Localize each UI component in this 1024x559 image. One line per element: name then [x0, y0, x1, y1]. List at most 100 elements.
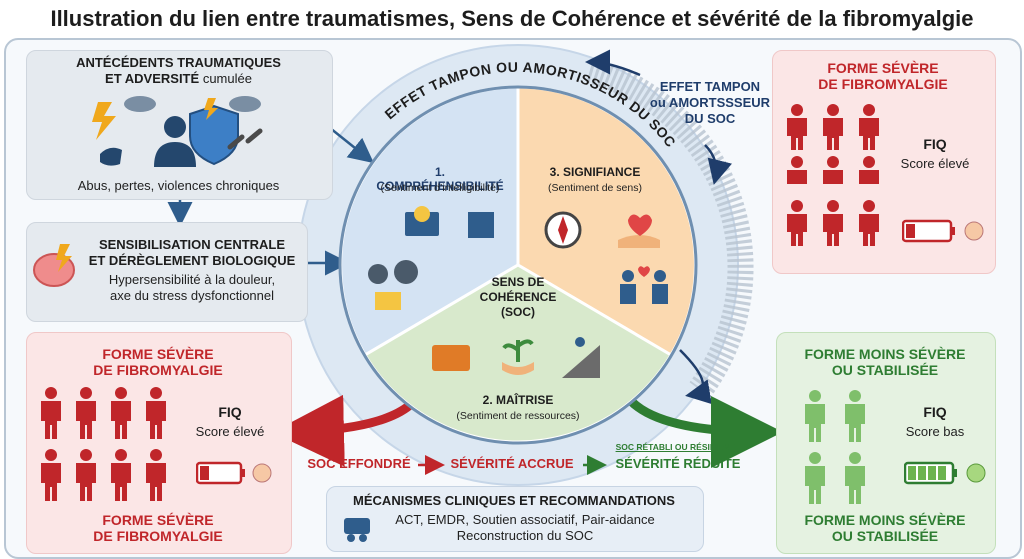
sensitization-line-2: axe du stress dysfonctionnel: [109, 288, 275, 303]
shield-icon: [189, 104, 239, 166]
soc-center-2: COHÉRENCE: [479, 290, 557, 304]
full-battery-icon: [904, 461, 986, 485]
people-icon: [622, 270, 634, 282]
arrow-to-mild: [626, 395, 783, 468]
person-icon: [859, 200, 879, 246]
cloud-icon: [124, 96, 156, 112]
person-icon: [146, 387, 166, 439]
low-battery-icon: [196, 461, 272, 485]
lightbulb-icon: [414, 206, 430, 222]
comprehensibility-sub: (Sentiment d’intelligibilité): [380, 182, 500, 194]
person-icon: [845, 390, 865, 442]
book-icon: [405, 212, 439, 236]
buffer-arrow-top: [585, 49, 641, 77]
circle-outline: [338, 85, 698, 445]
person-icon: [76, 449, 96, 501]
severe-left-fiq-label: FIQ: [218, 404, 242, 420]
significance-title: 3. SIGNIFIANCE: [549, 165, 641, 179]
puzzle-piece-icon: [375, 292, 401, 310]
low-battery-icon-right: [902, 219, 984, 243]
mild-title-1: FORME MOINS SÉVÈRE: [804, 346, 966, 362]
mechanisms-title: MÉCANISMES CLINIQUES ET RECOMMANDATIONS: [353, 493, 675, 508]
severe-left-title-2: DE FIBROMYALGIE: [93, 362, 223, 378]
person-icon: [111, 387, 131, 439]
trauma-title-2-bold: ET ADVERSITÉ: [105, 71, 200, 86]
broken-chain-icon: [227, 128, 263, 150]
heart-small-icon: [638, 266, 650, 277]
flow-restored: SOC RÉTABLI OU RÉSILIENT: [615, 442, 735, 452]
person-icon: [805, 452, 825, 504]
arrow-to-severe: [272, 394, 413, 467]
person-icon: [787, 156, 807, 184]
plant-hands-icon: [502, 362, 534, 375]
flow-reduced: SÉVÉRITÉ RÉDUITE: [615, 456, 741, 471]
buffer-line-3: DU SOC: [684, 111, 736, 126]
sad-face-icon: [252, 463, 272, 483]
toolbox-icon: [432, 345, 470, 371]
severe-left-bottom-1: FORME SÉVÈRE: [102, 512, 214, 528]
sensitization-title-1: SENSIBILISATION CENTRALE: [98, 237, 286, 252]
severe-right-figures: [787, 104, 879, 246]
person-icon: [805, 390, 825, 442]
flow-increased: SÉVÉRITÉ ACCRUE: [450, 456, 574, 471]
mild-fiq-value: Score bas: [905, 424, 965, 439]
person-icon: [41, 387, 61, 439]
severe-left-fiq-value: Score élevé: [195, 424, 265, 439]
trauma-box: [26, 50, 333, 200]
mastery-sub: (Sentiment de ressources): [456, 410, 580, 422]
hand-icon: [100, 147, 122, 166]
buffer-arrow-bottom: [679, 349, 712, 405]
person-icon: [823, 104, 843, 150]
buffer-band: [586, 57, 754, 398]
mechanisms-box: [326, 486, 704, 552]
person-icon: [76, 387, 96, 439]
trauma-title-1: ANTÉCÉDENTS TRAUMATIQUES: [76, 55, 281, 70]
mild-bottom-1: FORME MOINS SÉVÈRE: [804, 512, 966, 528]
discussion-icon: [344, 518, 370, 542]
mild-bottom-2: OU STABILISÉE: [831, 528, 939, 544]
person-icon: [146, 449, 166, 501]
person-icon: [823, 156, 843, 184]
happy-face-icon: [966, 463, 986, 483]
comprehensibility-title: 1. COMPRÉHENSIBILITÉ: [376, 165, 504, 193]
compass-needle-icon: [558, 216, 568, 244]
sensitization-title-2: ET DÉRÈGLEMENT BIOLOGIQUE: [88, 253, 296, 268]
flow-collapsed: SOC EFFONDRÉ: [307, 456, 411, 471]
significance-sub: (Sentiment de sens): [548, 182, 642, 194]
severe-left-figures: [41, 387, 166, 501]
person-icon: [859, 104, 879, 150]
severe-left-title-1: FORME SÉVÈRE: [102, 346, 214, 362]
person-icon: [845, 452, 865, 504]
climber-icon: [562, 345, 600, 378]
person-head-icon: [164, 116, 186, 138]
sad-face-icon: [964, 221, 984, 241]
people-icon-2: [654, 270, 666, 282]
soc-center-3: (SOC): [501, 305, 535, 319]
buffer-line-2: ou AMORTSSSEUR: [649, 95, 771, 110]
person-icon: [41, 449, 61, 501]
rain-cloud-icon: [229, 96, 261, 112]
page-title: Illustration du lien entre traumatismes,…: [50, 6, 974, 31]
mastery-title: 2. MAÎTRISE: [482, 393, 554, 407]
trauma-icons: [92, 96, 263, 167]
person-icon: [859, 156, 879, 184]
severe-left-box: [26, 332, 292, 554]
buffer-line-1: EFFET TAMPON: [659, 79, 761, 94]
arrow-trauma-to-circle: [329, 127, 374, 164]
buffer-arrow-mid: [704, 144, 732, 185]
puzzle-icon: [468, 212, 494, 238]
trauma-title-2: ET ADVERSITÉ cumulée: [26, 71, 331, 87]
person-body-icon: [154, 142, 196, 167]
sprout-icon: [502, 339, 534, 362]
brain-lightning-icon: [33, 244, 75, 287]
severe-right-title-2: DE FIBROMYALGIE: [818, 76, 948, 92]
lightning-icon: [92, 102, 116, 140]
severe-right-fiq-label: FIQ: [923, 136, 947, 152]
soc-center-1: SENS DE: [491, 275, 545, 289]
severe-right-box: [772, 50, 996, 274]
severe-right-title-1: FORME SÉVÈRE: [827, 60, 939, 76]
mild-title-2: OU STABILISÉE: [831, 362, 939, 378]
gear-icon-2: [394, 260, 418, 284]
person-icon: [823, 200, 843, 246]
